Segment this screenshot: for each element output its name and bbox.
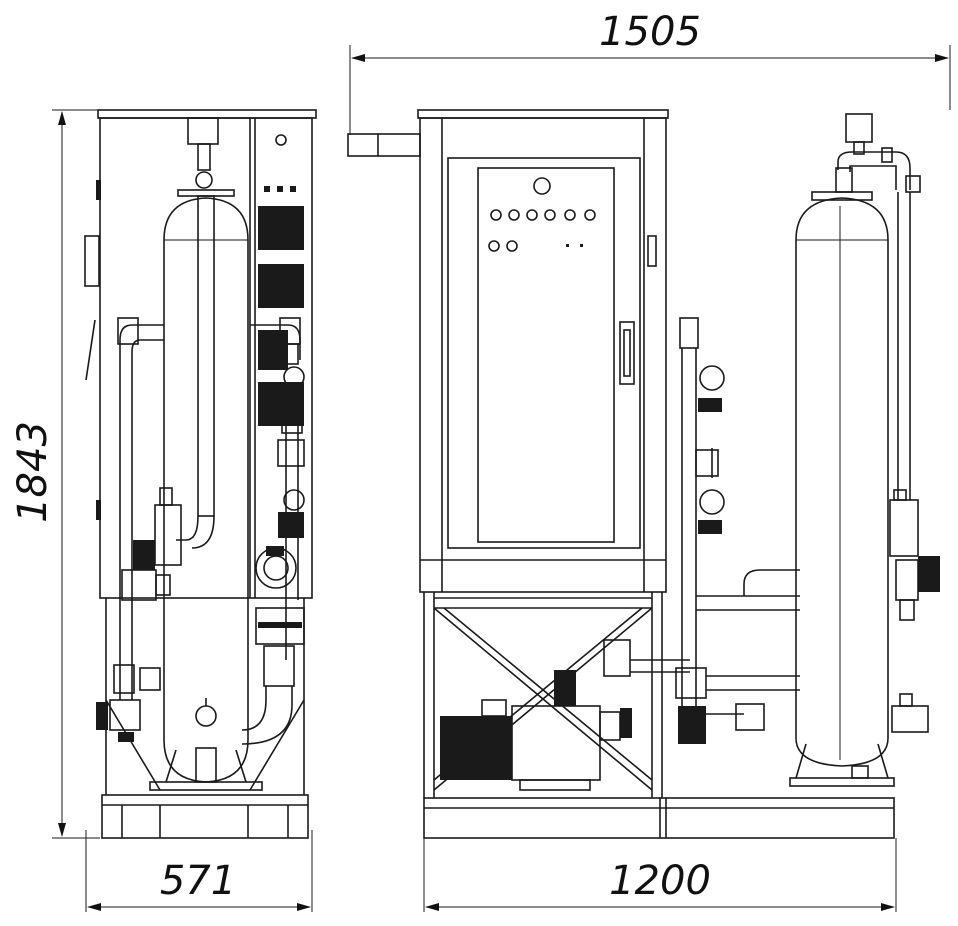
- front-view: [347, 109, 940, 839]
- overall-width-label: 1505: [599, 9, 701, 55]
- height-label: 1843: [10, 421, 56, 523]
- dimension-overall-width: 1505: [349, 9, 951, 135]
- depth-label: 571: [160, 858, 236, 904]
- dimension-depth: 571: [85, 830, 313, 912]
- dimension-base-width: 1200: [423, 838, 897, 912]
- dimension-height: 1843: [10, 109, 100, 839]
- base-width-label: 1200: [609, 858, 711, 904]
- side-view: [84, 109, 317, 839]
